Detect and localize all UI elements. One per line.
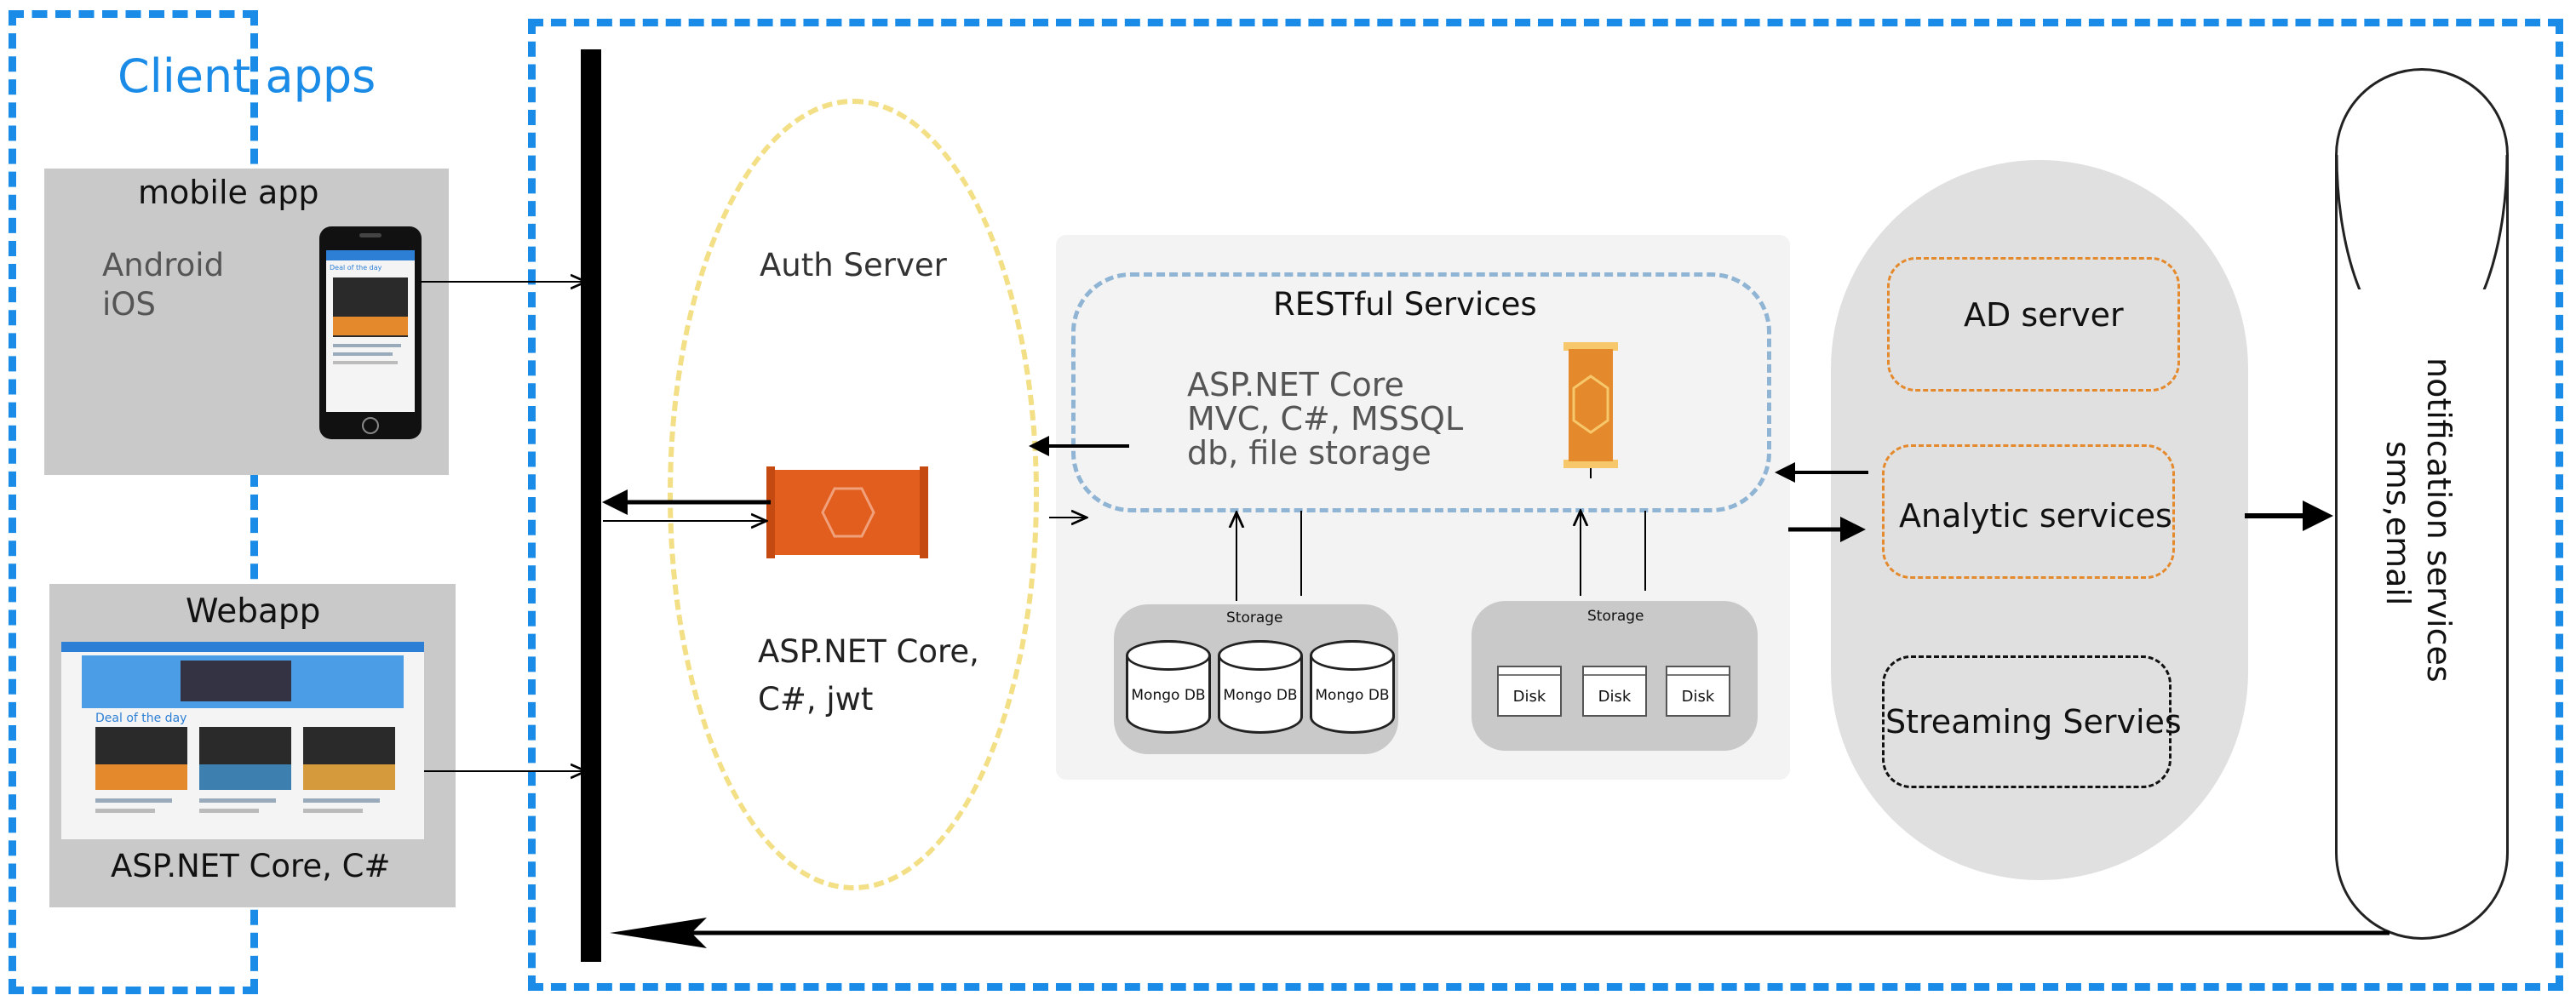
server-side-frame — [528, 19, 2563, 991]
auth-server-stack-1: ASP.NET Core, — [758, 633, 979, 670]
storage-disk-title: Storage — [1587, 608, 1644, 625]
phone-home-button — [362, 417, 379, 434]
notification-services-label: notification services — [2420, 358, 2458, 683]
service-icon — [1563, 342, 1618, 468]
ad-server-box — [1887, 257, 2180, 392]
auth-server-title: Auth Server — [760, 247, 947, 283]
restful-desc-3: db, file storage — [1187, 434, 1431, 472]
client-apps-title: Client apps — [118, 49, 376, 103]
restful-desc-2: MVC, C#, MSSQL — [1187, 400, 1464, 438]
mongo-db-2: Mongo DB — [1218, 640, 1303, 734]
disk-2: Disk — [1582, 666, 1647, 717]
platform-android: Android — [102, 247, 225, 283]
notification-channels-label: sms,email — [2379, 441, 2417, 606]
gateway-icon — [766, 466, 928, 558]
platform-ios: iOS — [102, 286, 156, 323]
restful-services-title: RESTful Services — [1273, 286, 1537, 323]
analytic-services-box — [1882, 444, 2175, 579]
storage-mongo-title: Storage — [1226, 609, 1283, 626]
disk-1: Disk — [1497, 666, 1562, 717]
api-bus — [581, 49, 601, 962]
disk-3: Disk — [1666, 666, 1730, 717]
webapp-title: Webapp — [186, 592, 321, 631]
notification-pipe — [2335, 68, 2509, 940]
streaming-services-label: Streaming Servies — [1885, 703, 2182, 741]
phone-image: Deal of the day — [319, 226, 422, 439]
streaming-services-box — [1882, 655, 2172, 788]
webapp-stack: ASP.NET Core, C# — [111, 848, 391, 884]
analytic-services-label: Analytic services — [1899, 497, 2172, 535]
webapp-screen-title: Deal of the day — [95, 712, 187, 725]
mobile-app-title: mobile app — [138, 174, 319, 211]
restful-services-box — [1071, 272, 1771, 512]
phone-screen-title: Deal of the day — [330, 264, 382, 272]
webapp-screenshot: Deal of the day — [61, 642, 424, 839]
phone-screen: Deal of the day — [326, 250, 415, 412]
restful-desc-1: ASP.NET Core — [1187, 366, 1404, 403]
client-apps-frame — [9, 10, 258, 994]
ad-server-label: AD server — [1964, 296, 2124, 334]
auth-server-stack-2: C#, jwt — [758, 681, 874, 718]
notification-pipe-top — [2335, 154, 2509, 289]
mongo-db-1: Mongo DB — [1126, 640, 1211, 734]
auth-server-ellipse — [668, 99, 1039, 890]
mongo-db-3: Mongo DB — [1310, 640, 1395, 734]
